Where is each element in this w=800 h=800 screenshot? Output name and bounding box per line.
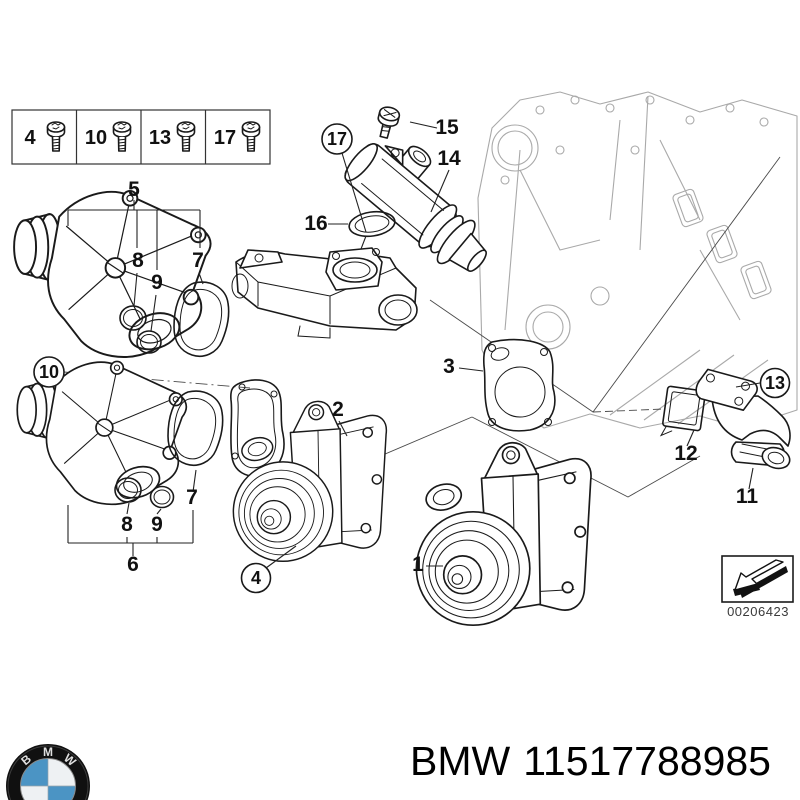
part-number-text: 11517788985 [523,738,771,784]
callout-14: 14 [437,147,461,170]
brand-text: BMW [410,738,511,784]
o-ring-8b-drawing [114,477,142,503]
callout-circle-17 [321,123,353,155]
callout-12: 12 [674,442,697,465]
callout-5: 5 [128,178,140,201]
water-pump-1-drawing [415,441,592,627]
callout-6: 6 [127,553,139,576]
callout-4: 4 [251,568,261,588]
legend-number-4: 4 [24,127,36,149]
direction-arrow-icon [733,559,788,598]
fastener-legend: 4 10 13 17 [11,109,271,165]
callout-labels: 5 8 9 7 8 9 7 6 2 1 3 15 14 16 12 11 10 … [33,116,791,594]
callout-9b: 9 [151,513,163,536]
connection-housing-drawing [231,247,418,339]
callout-17: 17 [327,129,347,149]
o-ring-16-drawing [348,210,396,238]
cooler-assembly-drawing [231,106,487,339]
o-ring-9b-drawing [149,485,175,509]
callout-circle-13 [759,367,791,399]
callout-2: 2 [332,398,344,421]
thermostat-assembly-1-drawing [13,190,230,358]
callout-7a: 7 [192,249,204,272]
bmw-roundel-icon: B M W [6,744,90,800]
callout-8b: 8 [121,513,133,536]
logo-letter-m: M [43,745,53,759]
callout-1: 1 [412,553,424,576]
callout-11: 11 [736,485,759,508]
callout-leaders [67,121,761,569]
footer-part-number: BMW 11517788985 [410,738,771,785]
callout-13: 13 [765,373,785,393]
callout-3: 3 [443,355,455,378]
coolant-pipe-11-drawing [695,368,791,470]
legend-number-13: 13 [149,127,171,149]
stamp-code: 00206423 [727,604,789,619]
diagram-stamp: 00206423 [721,555,794,619]
seal-12-drawing [659,385,707,437]
legend-number-17: 17 [214,127,236,149]
callout-8a: 8 [132,249,144,272]
callout-7b: 7 [186,486,198,509]
screw-15-drawing [377,106,401,139]
callout-circle-10 [33,356,65,388]
legend-number-10: 10 [85,127,107,149]
callout-16: 16 [304,212,327,235]
water-pump-2-drawing [230,379,388,563]
callout-10: 10 [39,362,59,382]
callout-circle-4 [240,562,272,594]
thermostat-assembly-2-drawing [16,360,224,509]
cooler-cylinder-14-drawing [344,143,487,272]
o-ring-9a-drawing [136,330,162,354]
o-ring-8a-drawing [119,305,147,331]
gasket-3-drawing [482,338,556,432]
callout-15: 15 [435,116,459,139]
callout-9a: 9 [151,271,163,294]
